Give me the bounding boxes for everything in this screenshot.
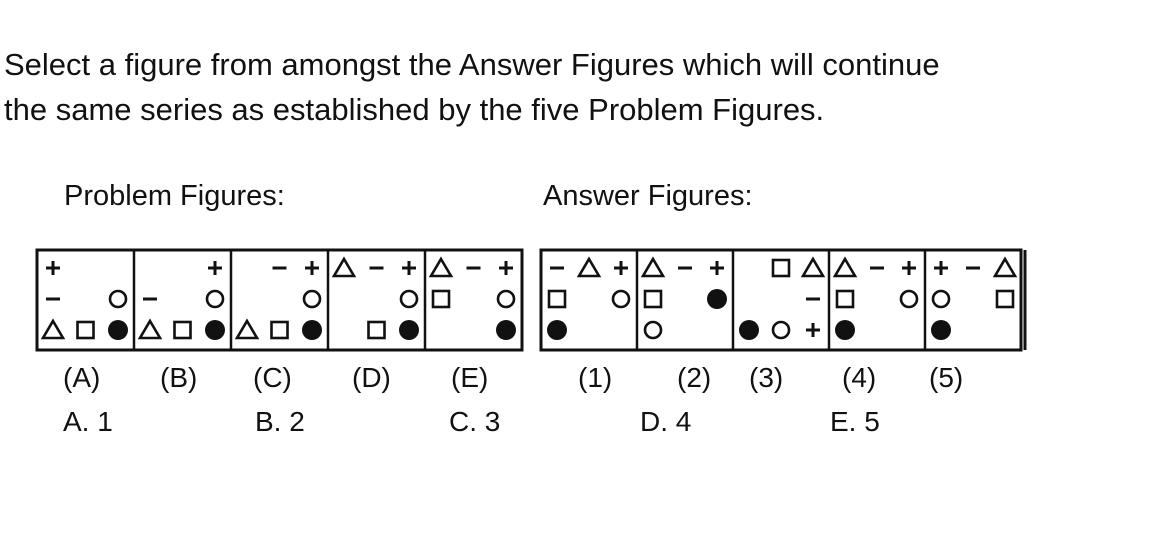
plus-icon (305, 261, 319, 275)
plus-icon (208, 261, 222, 275)
triangle-icon (992, 256, 1018, 278)
plus-icon (499, 261, 513, 275)
problem-cell-1 (40, 261, 128, 340)
filled-circle-icon (739, 320, 759, 340)
problem-label-d: (D) (352, 362, 391, 393)
square-icon (643, 289, 663, 309)
triangle-icon (331, 256, 357, 278)
option-d[interactable]: D. 4 (640, 406, 692, 437)
square-icon (76, 320, 95, 340)
option-e[interactable]: E. 5 (830, 406, 880, 437)
answer-label-2: (2) (677, 362, 712, 393)
triangle-icon (137, 318, 163, 340)
answer-label-3: (3) (749, 362, 784, 393)
problem-figures (35, 248, 524, 352)
problem-cell-5 (428, 256, 516, 340)
answer-label-5: (5) (929, 362, 964, 393)
square-icon (270, 320, 289, 340)
problem-cell-2 (137, 261, 225, 340)
triangle-icon (832, 256, 858, 278)
answer-label-4: (4) (842, 362, 877, 393)
question-line-2: the same series as established by the fi… (4, 92, 825, 127)
circle-icon (108, 289, 128, 309)
filled-circle-icon (496, 320, 516, 340)
problem-cell-3 (234, 261, 322, 340)
triangle-icon (576, 256, 602, 278)
filled-circle-icon (108, 320, 128, 340)
problem-frame (35, 248, 524, 352)
square-icon (835, 289, 855, 309)
circle-icon (899, 289, 919, 309)
square-icon (367, 320, 386, 340)
triangle-icon (40, 318, 66, 340)
filled-circle-icon (399, 320, 419, 340)
problem-label-b: (B) (160, 362, 198, 393)
plus-icon (806, 323, 820, 337)
option-b[interactable]: B. 2 (255, 406, 305, 437)
filled-circle-icon (835, 320, 855, 340)
plus-icon (902, 261, 916, 275)
filled-circle-icon (707, 289, 727, 309)
square-icon (547, 289, 567, 309)
plus-icon (402, 261, 416, 275)
triangle-icon (428, 256, 454, 278)
square-icon (995, 289, 1015, 309)
circle-icon (771, 320, 791, 340)
triangle-icon (234, 318, 260, 340)
answer-cell-4 (832, 256, 919, 340)
plus-icon (710, 261, 724, 275)
option-a[interactable]: A. 1 (63, 406, 113, 437)
answer-label-1: (1) (578, 362, 613, 393)
question-line-1: Select a figure from amongst the Answer … (4, 47, 940, 82)
problem-cell-4 (331, 256, 419, 340)
filled-circle-icon (302, 320, 322, 340)
figures-strip (35, 248, 1027, 352)
triangle-icon (640, 256, 666, 278)
square-icon (173, 320, 192, 340)
answer-cell-1 (547, 256, 631, 340)
option-c[interactable]: C. 3 (449, 406, 501, 437)
answer-frame (539, 248, 1023, 352)
circle-icon (643, 320, 663, 340)
plus-icon (614, 261, 628, 275)
circle-icon (205, 289, 225, 309)
answer-cell-2 (640, 256, 727, 340)
answer-figures-heading: Answer Figures: (543, 180, 753, 212)
square-icon (771, 258, 791, 278)
answer-cell-5 (931, 256, 1018, 340)
question-text: Select a figure from amongst the Answer … (4, 42, 1104, 132)
circle-icon (399, 289, 419, 309)
filled-circle-icon (547, 320, 567, 340)
answer-figures (539, 248, 1027, 352)
problem-figures-heading: Problem Figures: (64, 180, 285, 212)
problem-label-e: (E) (451, 362, 489, 393)
circle-icon (931, 289, 951, 309)
filled-circle-icon (205, 320, 225, 340)
circle-icon (611, 289, 631, 309)
answer-cell-3 (739, 256, 826, 340)
problem-label-c: (C) (253, 362, 292, 393)
plus-icon (934, 261, 948, 275)
circle-icon (496, 289, 516, 309)
triangle-icon (800, 256, 826, 278)
plus-icon (46, 261, 60, 275)
square-icon (431, 289, 451, 309)
filled-circle-icon (931, 320, 951, 340)
circle-icon (302, 289, 322, 309)
problem-label-a: (A) (63, 362, 101, 393)
